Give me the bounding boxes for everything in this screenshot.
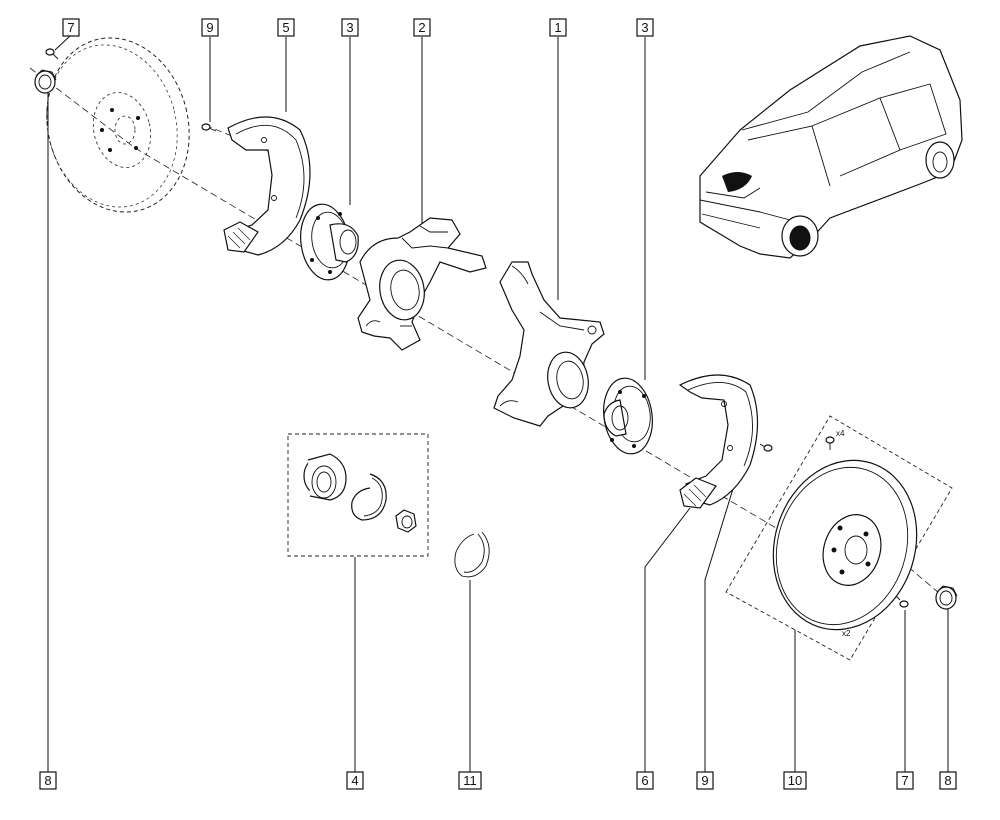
svg-text:8: 8 <box>944 773 951 788</box>
discs-qty-note: x2 <box>842 629 851 638</box>
shield-hatching-top <box>227 227 251 249</box>
brake-disc-kit <box>725 415 953 661</box>
callout-7-top: 7 <box>62 18 80 37</box>
callout-6-bottom: 6 <box>636 771 654 790</box>
callout-9-bottom: 9 <box>696 771 714 790</box>
svg-text:9: 9 <box>206 20 213 35</box>
callout-7-bottom: 7 <box>896 771 914 790</box>
bearing-kit <box>287 433 429 557</box>
callout-3-top-right: 3 <box>636 18 654 37</box>
wheel-hub-top <box>300 203 359 281</box>
hub-nut-bottom <box>935 585 958 610</box>
steering-knuckle-left <box>357 217 487 351</box>
callout-8-bottom-left: 8 <box>39 771 57 790</box>
callout-4-bottom: 4 <box>346 771 364 790</box>
disc-screw-group: x4 <box>825 429 909 608</box>
shield-screw-top <box>201 123 217 132</box>
svg-text:4: 4 <box>351 773 358 788</box>
svg-text:3: 3 <box>641 20 648 35</box>
svg-text:7: 7 <box>901 773 908 788</box>
brake-disc-phantom <box>46 37 190 213</box>
svg-text:6: 6 <box>641 773 648 788</box>
circlip <box>454 531 490 578</box>
screw-top <box>45 48 59 60</box>
callout-10-bottom: 10 <box>783 771 807 790</box>
callout-9-top: 9 <box>201 18 219 37</box>
callout-3-top-left: 3 <box>341 18 359 37</box>
svg-text:11: 11 <box>463 773 477 788</box>
callout-1-top: 1 <box>549 18 567 37</box>
callout-2-top: 2 <box>413 18 431 37</box>
callout-8-bottom-right: 8 <box>939 771 957 790</box>
disc-shield-bottom <box>678 374 759 509</box>
callout-5-top: 5 <box>277 18 295 37</box>
svg-text:8: 8 <box>44 773 51 788</box>
shield-screw-bottom <box>759 443 773 452</box>
disc-shield-top <box>223 116 311 256</box>
svg-text:2: 2 <box>418 20 425 35</box>
svg-text:7: 7 <box>67 20 74 35</box>
hub-nut-top <box>34 69 57 94</box>
shield-hatching-bottom <box>683 484 707 507</box>
svg-text:9: 9 <box>701 773 708 788</box>
wheel-hub-bottom <box>603 377 653 455</box>
callout-11-bottom: 11 <box>458 771 482 790</box>
svg-text:3: 3 <box>346 20 353 35</box>
svg-text:1: 1 <box>554 20 561 35</box>
svg-text:5: 5 <box>282 20 289 35</box>
svg-text:10: 10 <box>788 773 802 788</box>
vehicle-thumbnail <box>699 35 963 259</box>
screws-qty-note: x4 <box>836 429 845 438</box>
steering-knuckle-right <box>493 261 605 427</box>
